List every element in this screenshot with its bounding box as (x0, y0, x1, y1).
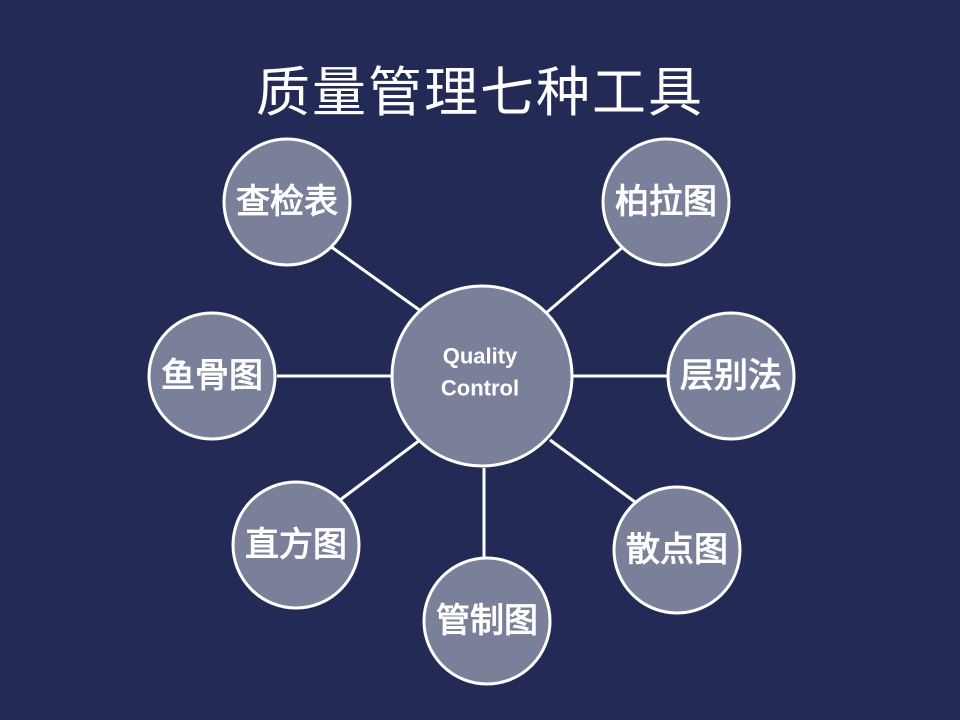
tool-label-stratification: 层别法 (680, 356, 782, 396)
tool-label-check-sheet: 查检表 (236, 182, 338, 222)
center-label-line1: Quality (443, 344, 518, 369)
tool-node-stratification-circle (666, 311, 796, 441)
tool-node-pareto-chart: 柏拉图 (601, 137, 731, 267)
tool-node-control-chart-circle (422, 556, 552, 686)
tool-label-control-chart: 管制图 (436, 601, 538, 641)
tool-node-stratification: 层别法 (666, 311, 796, 441)
tool-node-fishbone-diagram-circle (147, 311, 277, 441)
center-label-line2: Control (441, 376, 519, 401)
tool-node-check-sheet-circle (222, 137, 352, 267)
tool-node-check-sheet: 查检表 (222, 137, 352, 267)
tool-node-fishbone-diagram: 鱼骨图 (147, 311, 277, 441)
tool-label-histogram: 直方图 (245, 525, 347, 565)
connector-histogram (339, 438, 421, 502)
tool-label-pareto-chart: 柏拉图 (615, 182, 717, 222)
tool-label-scatter-diagram: 散点图 (626, 530, 728, 570)
tool-label-fishbone-diagram: 鱼骨图 (161, 356, 263, 396)
connector-check-sheet (329, 244, 426, 316)
tool-node-scatter-diagram: 散点图 (612, 485, 742, 615)
center-node-circle (390, 284, 574, 468)
tool-node-control-chart: 管制图 (422, 556, 552, 686)
tool-node-histogram-circle (231, 480, 361, 610)
center-node: Quality Control (390, 284, 574, 468)
tool-node-scatter-diagram-circle (612, 485, 742, 615)
connector-lines (277, 244, 667, 557)
connector-pareto-chart (544, 244, 625, 316)
tool-node-pareto-chart-circle (601, 137, 731, 267)
tool-node-histogram: 直方图 (231, 480, 361, 610)
page-title: 质量管理七种工具 (256, 61, 704, 124)
connector-scatter-diagram (549, 438, 636, 504)
